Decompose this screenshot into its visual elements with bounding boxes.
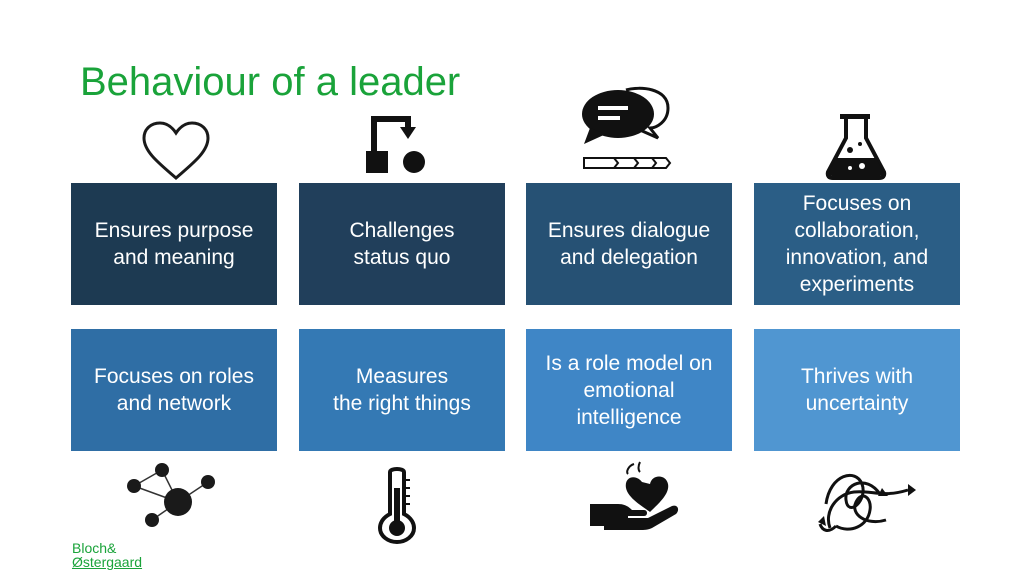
logo-line-1: Bloch& (72, 540, 117, 556)
heart-icon (142, 121, 210, 180)
behaviour-card-roles: Focuses on roles and network (71, 329, 277, 451)
company-logo: Bloch& Østergaard (72, 541, 142, 569)
dialogue-icon (582, 86, 672, 169)
behaviour-card-purpose: Ensures purpose and meaning (71, 183, 277, 305)
flowchart-icon (366, 116, 425, 173)
flask-icon (825, 114, 887, 180)
uncertainty-arrows-icon (818, 473, 916, 532)
behaviour-card-status-quo: Challenges status quo (299, 183, 505, 305)
behaviour-card-dialogue: Ensures dialogue and delegation (526, 183, 732, 305)
network-icon (127, 463, 215, 527)
behaviour-card-uncertainty: Thrives with uncertainty (754, 329, 960, 451)
behaviour-card-collaboration: Focuses on collaboration, innovation, an… (754, 183, 960, 305)
logo-line-2: Østergaard (72, 554, 143, 570)
slide-title: Behaviour of a leader (80, 60, 461, 104)
thermometer-icon (377, 467, 417, 544)
behaviour-card-measures: Measures the right things (299, 329, 505, 451)
behaviour-card-emotional-intelligence: Is a role model on emotional intelligenc… (526, 329, 732, 451)
hand-heart-icon (590, 461, 679, 530)
